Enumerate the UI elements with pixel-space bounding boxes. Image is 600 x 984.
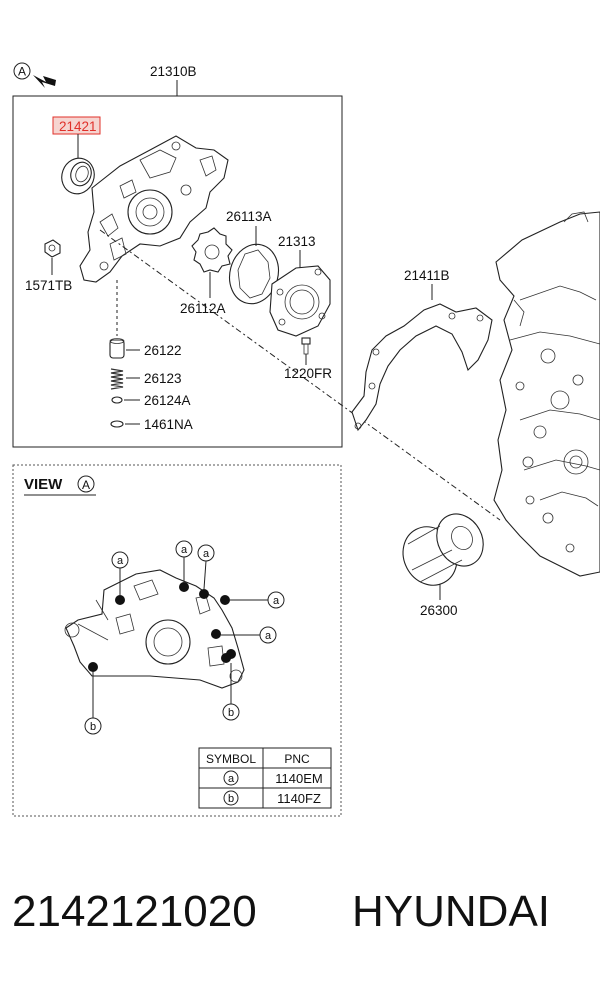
view-a-marker-letter: A	[18, 65, 26, 79]
oil-seal-part	[61, 157, 95, 195]
table-row-2-symbol: b	[228, 793, 234, 805]
bolt-b-2	[221, 653, 231, 663]
callout-a-1-letter: a	[117, 555, 124, 567]
callout-a-1: a	[111, 551, 129, 595]
footer-brand: HYUNDAI	[352, 887, 550, 936]
callout-a-5-letter: a	[265, 630, 272, 642]
plunger-part	[109, 338, 125, 359]
ring-part	[110, 420, 124, 428]
view-a-pump-outline	[64, 569, 245, 689]
part-label-gasket: 21411B	[404, 268, 450, 283]
table-row-2-pnc: 1140FZ	[277, 791, 321, 806]
callout-b-2-letter: b	[228, 707, 234, 719]
part-label-ring: 1461NA	[144, 417, 193, 432]
retainer-part	[111, 396, 123, 404]
part-label-rotor-inner: 26112A	[180, 301, 226, 316]
highlighted-part-callout[interactable]: 21421	[52, 116, 101, 135]
oil-filter-part	[402, 513, 484, 590]
bolt-a-3	[199, 589, 209, 599]
callout-b-1-letter: b	[90, 721, 96, 733]
view-title: VIEW	[24, 476, 63, 493]
view-a-frame	[12, 464, 342, 817]
assembly-number-label: 21310B	[150, 64, 197, 79]
part-label-oil-filter: 26300	[420, 603, 458, 618]
callout-a-4: a	[230, 591, 285, 609]
bolt-b-1	[88, 662, 98, 672]
oil-pump-body-part	[79, 135, 229, 283]
table-header-pnc: PNC	[284, 752, 310, 766]
part-label-rotor-outer: 26113A	[226, 209, 272, 224]
inner-rotor-part	[191, 227, 233, 273]
bolt-a-4	[220, 595, 230, 605]
callout-a-3: a	[197, 544, 215, 590]
table-row-1-symbol: a	[228, 773, 235, 785]
footer-part-number: 2142121020	[12, 887, 257, 936]
callout-a-2-letter: a	[181, 544, 188, 556]
highlight-box	[52, 116, 101, 135]
bolt-1571tb-part	[44, 239, 61, 258]
part-label-plunger: 26122	[144, 343, 182, 358]
cover-bolt-part	[301, 337, 311, 355]
bolt-a-1	[115, 595, 125, 605]
callout-a-5: a	[221, 626, 277, 644]
part-label-cover-bolt: 1220FR	[284, 366, 332, 381]
gasket-part	[351, 303, 493, 432]
callout-a-2: a	[175, 540, 193, 582]
engine-block-part	[493, 211, 600, 577]
view-a-marker: A	[13, 62, 56, 88]
callout-b-1: b	[84, 672, 102, 735]
part-label-bolt-left: 1571TB	[25, 278, 72, 293]
symbol-table: SYMBOL PNC a 1140EM b 1140FZ	[198, 747, 332, 809]
highlighted-part-code: 21421	[59, 119, 97, 134]
bolt-a-5	[211, 629, 221, 639]
bolt-a-2	[179, 582, 189, 592]
part-label-cover-plate: 21313	[278, 234, 316, 249]
view-arrow-icon	[33, 75, 56, 88]
callout-b-2: b	[222, 663, 240, 721]
table-header-symbol: SYMBOL	[206, 752, 256, 766]
part-label-retainer: 26124A	[144, 393, 191, 408]
view-marker-letter: A	[82, 478, 90, 492]
spring-part	[110, 368, 124, 390]
part-label-spring: 26123	[144, 371, 182, 386]
cover-plate-part	[269, 265, 331, 337]
table-row-1-pnc: 1140EM	[275, 771, 322, 786]
callout-a-4-letter: a	[273, 595, 280, 607]
assembly-frame	[12, 95, 343, 448]
callout-a-3-letter: a	[203, 548, 210, 560]
